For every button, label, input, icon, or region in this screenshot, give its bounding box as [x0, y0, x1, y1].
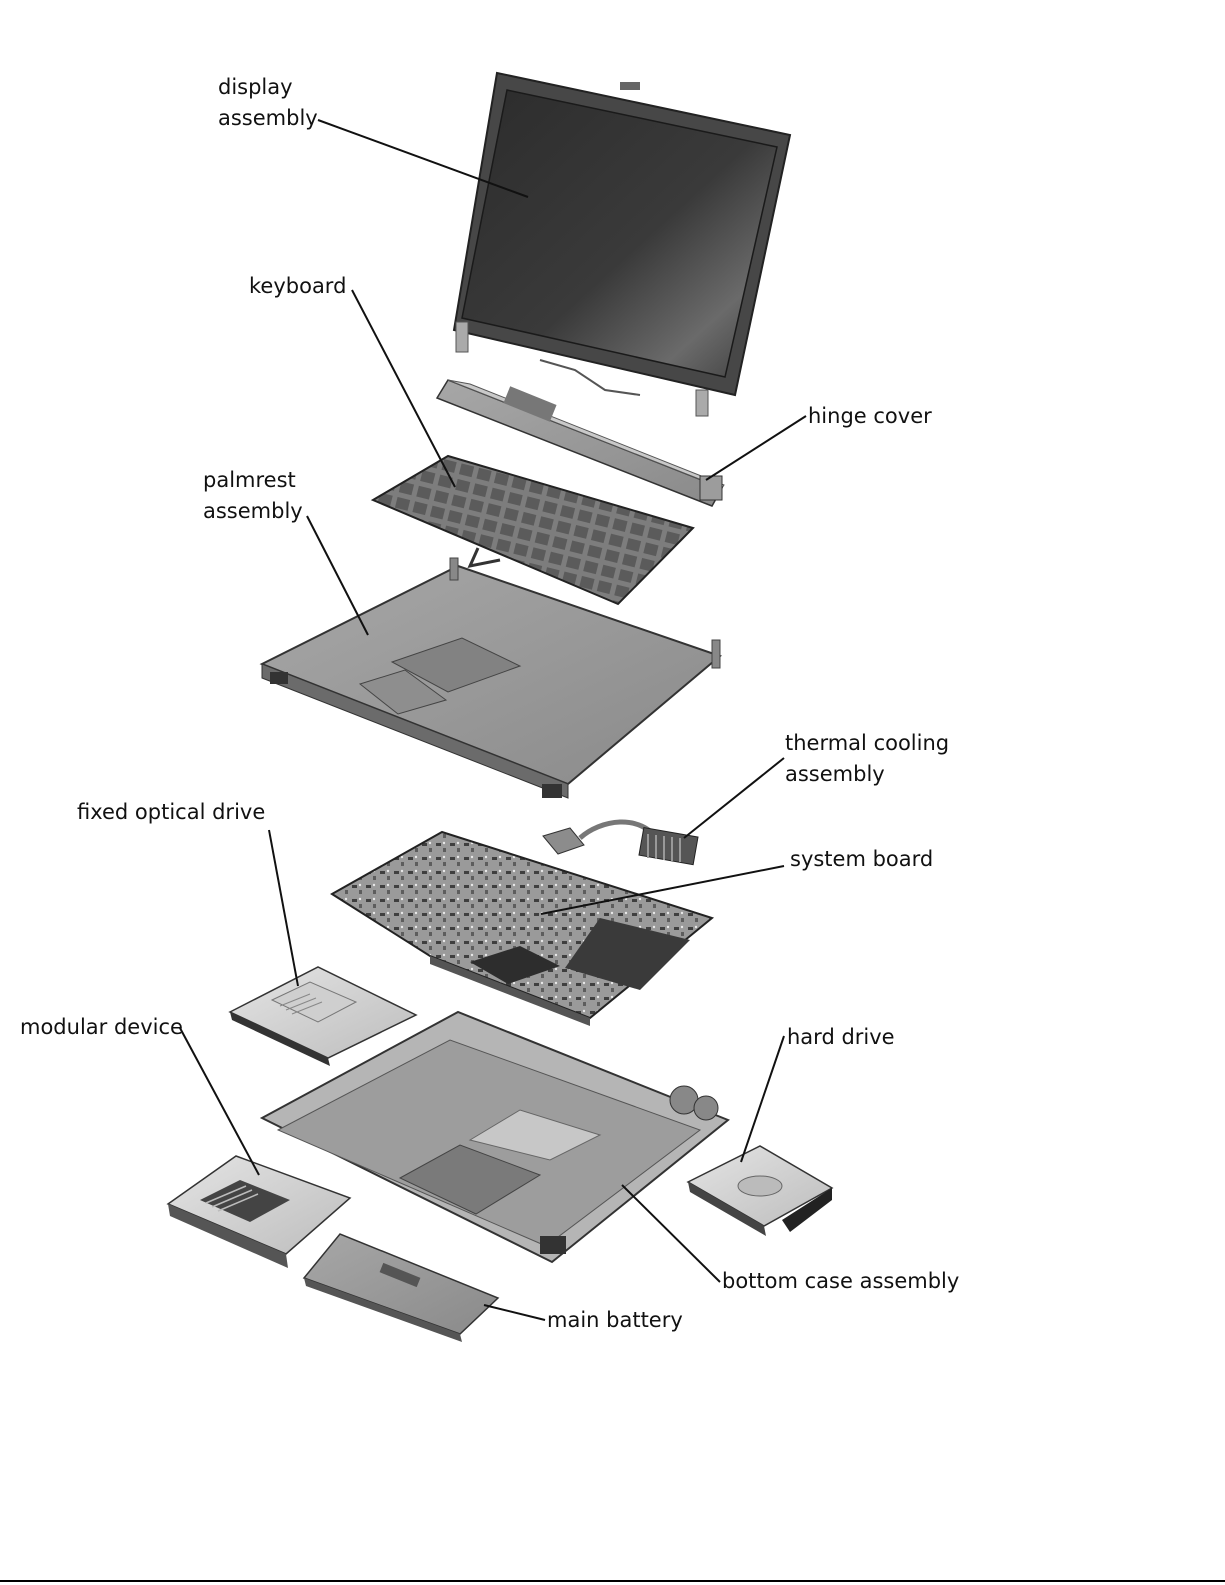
leader-hinge-cover — [706, 416, 806, 480]
leader-palmrest — [307, 516, 368, 635]
display-assembly-part — [454, 73, 790, 416]
palmrest-assembly-part — [262, 558, 720, 798]
label-thermal-cooling-line2: assembly — [785, 759, 949, 790]
label-palmrest-assembly-line1: palmrest — [203, 465, 303, 496]
label-keyboard: keyboard — [249, 271, 346, 302]
label-system-board: system board — [790, 844, 933, 875]
label-bottom-case-assembly: bottom case assembly — [722, 1266, 959, 1297]
label-main-battery: main battery — [547, 1305, 683, 1336]
label-fixed-optical-drive: fixed optical drive — [77, 797, 265, 828]
label-hinge-cover: hinge cover — [808, 401, 932, 432]
label-thermal-cooling-line1: thermal cooling — [785, 728, 949, 759]
bottom-rule — [0, 1580, 1225, 1582]
leader-keyboard — [352, 290, 455, 487]
label-display-assembly: display assembly — [218, 72, 318, 134]
system-board-part — [332, 832, 712, 1026]
label-modular-device: modular device — [20, 1012, 183, 1043]
leader-main-battery — [484, 1305, 545, 1320]
label-hard-drive: hard drive — [787, 1022, 895, 1053]
thermal-cooling-part — [543, 822, 698, 865]
label-palmrest-assembly: palmrest assembly — [203, 465, 303, 527]
leader-modular — [180, 1028, 259, 1175]
main-battery-part — [304, 1234, 498, 1342]
label-display-assembly-line1: display — [218, 72, 318, 103]
label-display-assembly-line2: assembly — [218, 103, 318, 134]
label-thermal-cooling-assembly: thermal cooling assembly — [785, 728, 949, 790]
leader-hard-drive — [741, 1036, 784, 1162]
hard-drive-part — [688, 1146, 832, 1236]
modular-device-part — [168, 1156, 350, 1268]
leader-fixed-optical — [269, 830, 298, 986]
label-palmrest-assembly-line2: assembly — [203, 496, 303, 527]
leader-thermal — [684, 758, 784, 838]
